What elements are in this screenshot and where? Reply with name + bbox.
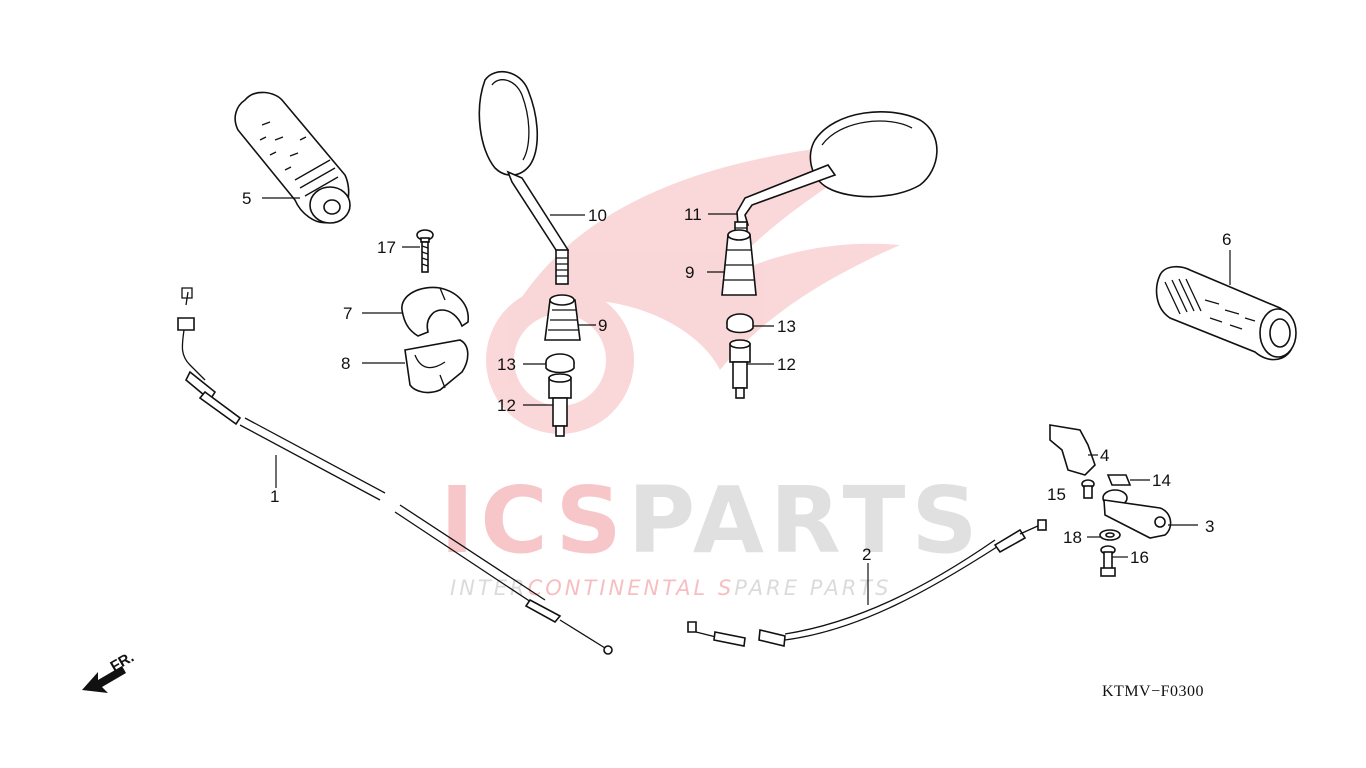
callout-13-left: 13 <box>497 355 516 374</box>
front-direction-arrow-icon <box>82 666 126 693</box>
arm-part-3[interactable] <box>1102 489 1172 539</box>
left-nut-part-13[interactable] <box>545 353 575 374</box>
callout-17: 17 <box>377 238 396 257</box>
callout-14: 14 <box>1152 471 1171 490</box>
bolt-part-16[interactable] <box>1100 545 1116 577</box>
callout-9-right: 9 <box>685 263 694 282</box>
washer-part-18[interactable] <box>1099 529 1121 541</box>
callout-5: 5 <box>242 189 251 208</box>
right-nut-part-13[interactable] <box>726 313 754 334</box>
callout-11: 11 <box>684 205 702 224</box>
callout-3: 3 <box>1205 517 1214 536</box>
watermark-brand: ICSPARTS <box>440 467 984 574</box>
right-bolt-part-12[interactable] <box>729 339 751 399</box>
callout-15: 15 <box>1047 485 1066 504</box>
callout-2: 2 <box>862 545 871 564</box>
callout-7: 7 <box>343 304 352 323</box>
watermark-tagline: INTERCONTINENTAL SPARE PARTS <box>450 576 891 600</box>
callout-12-left: 12 <box>497 396 516 415</box>
bracket-part-4[interactable] <box>1049 424 1096 476</box>
diagram-code: KTMV−F0300 <box>1102 683 1204 700</box>
callout-10: 10 <box>588 206 607 225</box>
upper-clamp-part-7[interactable] <box>401 286 469 337</box>
right-mirror-part-11[interactable] <box>734 111 938 245</box>
callout-18: 18 <box>1063 528 1082 547</box>
direction-label: FR. <box>108 649 137 676</box>
left-boot-part-9[interactable] <box>544 294 581 341</box>
left-mirror-part-10[interactable] <box>478 71 569 285</box>
callout-1: 1 <box>270 487 279 506</box>
cable-part-1[interactable] <box>177 287 613 655</box>
screw-part-15[interactable] <box>1081 479 1095 499</box>
cable-part-2[interactable] <box>687 519 1047 647</box>
callout-16: 16 <box>1130 548 1149 567</box>
right-grip-part-6[interactable] <box>1155 265 1297 361</box>
right-boot-part-9[interactable] <box>721 229 757 296</box>
left-grip-part-5[interactable] <box>234 91 351 224</box>
callout-6: 6 <box>1222 230 1231 249</box>
clip-part-14[interactable] <box>1106 474 1132 486</box>
callout-8: 8 <box>341 354 350 373</box>
left-bolt-part-12[interactable] <box>548 373 572 437</box>
screw-part-17[interactable] <box>416 229 434 273</box>
callout-12-right: 12 <box>777 355 796 374</box>
callout-4: 4 <box>1100 446 1109 465</box>
callout-9-left: 9 <box>598 316 607 335</box>
lower-clamp-part-8[interactable] <box>404 339 469 394</box>
callout-13-right: 13 <box>777 317 796 336</box>
